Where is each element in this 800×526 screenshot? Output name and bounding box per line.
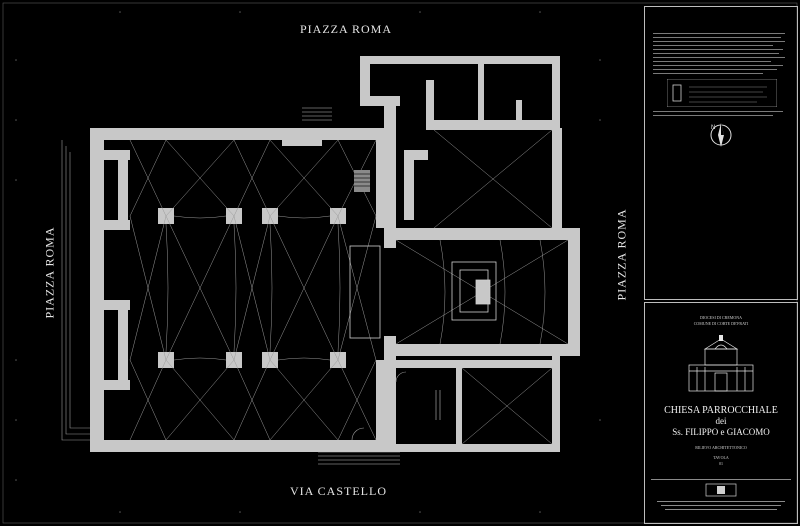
street-label-right: PIAZZA ROMA: [614, 208, 629, 301]
svg-text:N: N: [711, 125, 715, 131]
sheet-number: 01: [719, 461, 723, 466]
studio-stamp-icon: [705, 483, 737, 497]
notes-panel: N: [644, 6, 798, 300]
street-label-top: PIAZZA ROMA: [300, 22, 393, 36]
compass-north-icon: N: [710, 123, 732, 147]
street-label-left: PIAZZA ROMA: [42, 226, 57, 319]
street-label-bottom: VIA CASTELLO: [290, 484, 387, 498]
diocese-label: DIOCESI DI CREMONA: [700, 315, 742, 320]
comune-label: COMUNE DI CORTE DE'FRATI: [693, 321, 749, 326]
church-saints: Ss. FILIPPO e GIACOMO: [672, 427, 770, 437]
title-block: DIOCESI DI CREMONA COMUNE DI CORTE DE'FR…: [644, 302, 798, 524]
section-label: RILIEVO ARCHITETTONICO: [695, 445, 747, 450]
church-title-dei: dei: [715, 416, 727, 426]
church-title: CHIESA PARROCCHIALE: [664, 405, 778, 416]
sheet-label: TAVOLA: [713, 455, 729, 460]
studio-logo-icon: [667, 79, 777, 107]
church-facade-icon: [688, 335, 754, 392]
